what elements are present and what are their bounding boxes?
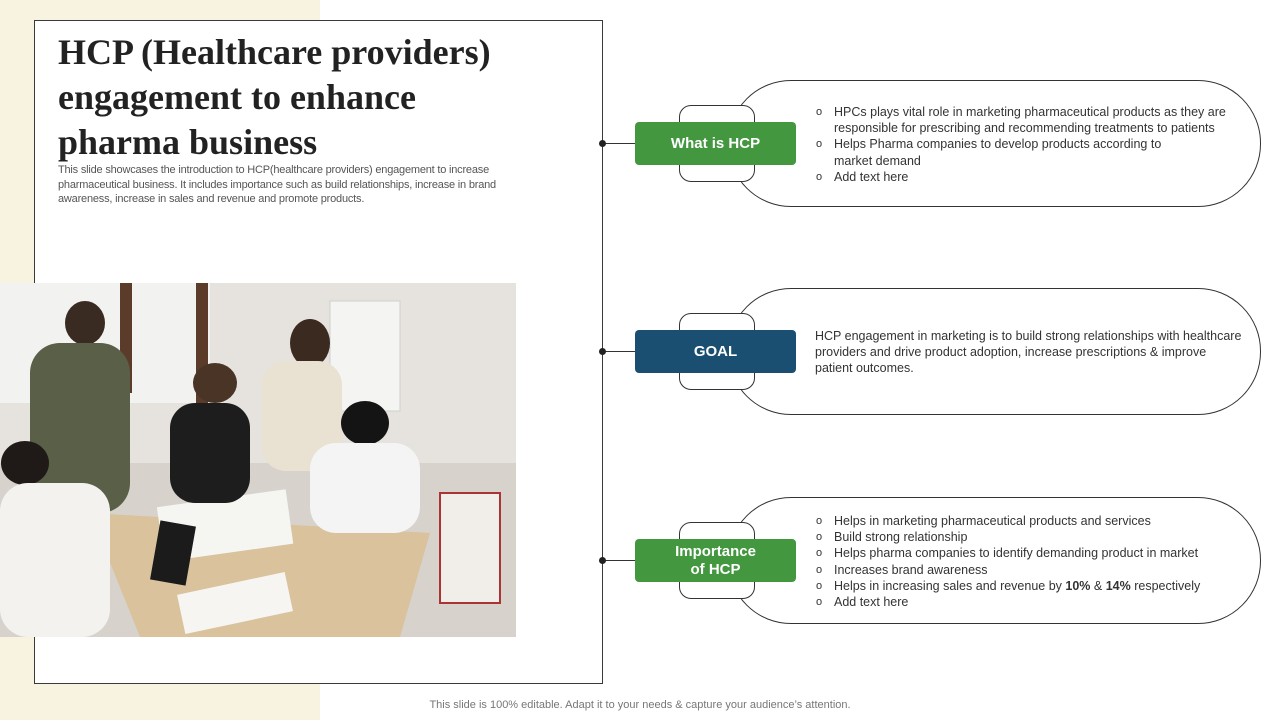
list-item-sales: Helps in increasing sales and revenue by… — [816, 578, 1256, 594]
goal-label: GOAL — [635, 330, 796, 373]
list-item: Add text here — [816, 594, 1256, 610]
what-is-hcp-label: What is HCP — [635, 122, 796, 165]
sales-value-14: 14% — [1105, 578, 1131, 593]
list-item: Helps in marketing pharmaceutical produc… — [816, 513, 1256, 529]
team-meeting-photo — [0, 283, 516, 637]
connector-dot-what-is-hcp — [599, 140, 606, 147]
list-item: Add text here — [816, 169, 1256, 185]
sales-value-10: 10% — [1065, 578, 1091, 593]
list-item: Helps pharma companies to identify deman… — [816, 545, 1256, 561]
sales-prefix: Helps in increasing sales and revenue by — [834, 578, 1066, 593]
list-item: Build strong relationship — [816, 529, 1256, 545]
goal-paragraph: HCP engagement in marketing is to build … — [815, 329, 1242, 376]
importance-of-hcp-list: Helps in marketing pharmaceutical produc… — [816, 513, 1256, 610]
importance-label-line1: Importance — [675, 542, 756, 560]
importance-label-line2: of HCP — [690, 560, 741, 578]
list-item: Increases brand awareness — [816, 562, 1256, 578]
connector-dot-importance — [599, 557, 606, 564]
footer-note: This slide is 100% editable. Adapt it to… — [429, 699, 851, 711]
connector-line-importance — [603, 560, 635, 561]
slide-title: HCP (Healthcare providers) engagement to… — [58, 32, 491, 162]
connector-line-what-is-hcp — [603, 143, 635, 144]
slide-subtitle: This slide showcases the introduction to… — [58, 164, 496, 205]
list-item: Helps Pharma companies to develop produc… — [816, 136, 1186, 168]
list-item: HPCs plays vital role in marketing pharm… — [816, 104, 1256, 136]
connector-dot-goal — [599, 348, 606, 355]
what-is-hcp-list: HPCs plays vital role in marketing pharm… — [816, 104, 1256, 185]
sales-joiner: & — [1090, 578, 1106, 593]
connector-line-goal — [603, 351, 635, 352]
sales-suffix: respectively — [1130, 578, 1201, 593]
goal-card — [728, 288, 1261, 415]
importance-of-hcp-label: Importance of HCP — [635, 539, 796, 582]
